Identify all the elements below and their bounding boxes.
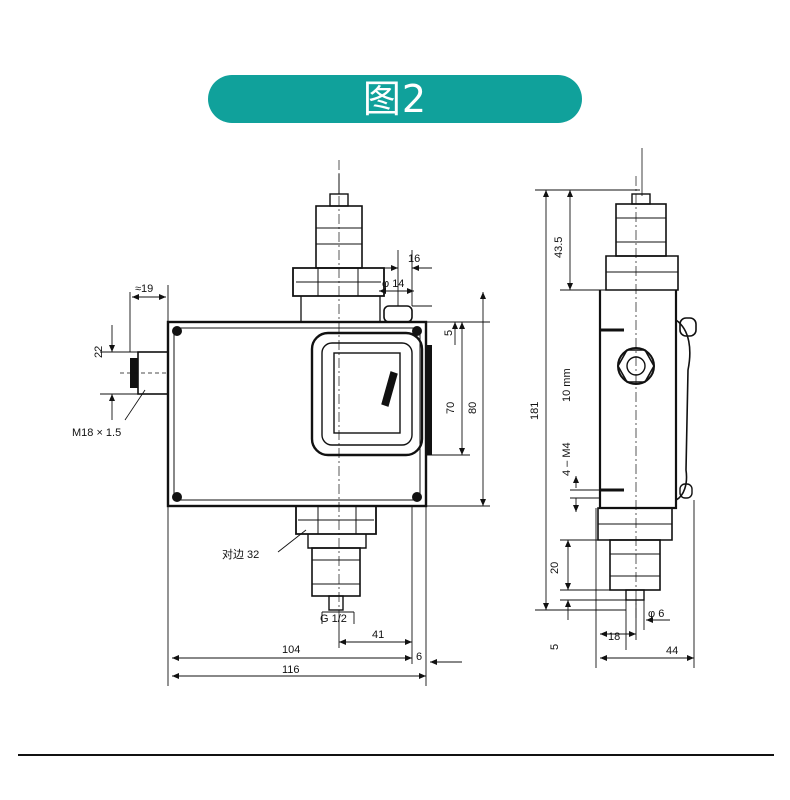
bottom-nut: [295, 506, 377, 535]
footer-divider: [18, 754, 774, 756]
label-41: 41: [372, 629, 384, 641]
top-neck: [300, 296, 381, 322]
front-dimensions: [100, 250, 490, 686]
dial-window-inner: [321, 342, 413, 446]
side-labels: 43.5 181 10 mm 4 – M4 20 φ 6 18 5 44: [529, 237, 678, 657]
housing-inner: [173, 327, 421, 501]
label-44: 44: [666, 645, 678, 657]
corner-screws: [172, 326, 422, 502]
bottom-connector: [311, 547, 361, 597]
label-22: 22: [93, 346, 105, 358]
label-70: 70: [445, 402, 457, 414]
label-104: 104: [282, 644, 300, 656]
figure-title: 图2: [362, 77, 428, 121]
dial-window-outer: [310, 331, 424, 457]
label-phi6: φ 6: [648, 608, 664, 620]
label-80: 80: [467, 402, 479, 414]
side-dimensions: [535, 189, 695, 668]
front-labels: ≈19 22 M18 × 1.5 16 φ 14 5 70 80 对边 32 G…: [72, 253, 479, 676]
dial-face: [333, 352, 401, 434]
label-g-half: G 1/2: [320, 613, 347, 625]
side-rail: [426, 345, 432, 455]
side-bottom-nut: [597, 507, 673, 541]
label-16: 16: [408, 253, 420, 265]
title-banner: 图2: [208, 75, 582, 123]
side-view: [597, 148, 697, 620]
label-m18: M18 × 1.5: [72, 427, 121, 439]
label-10mm: 10 mm: [561, 368, 573, 402]
label-phi14: φ 14: [382, 278, 404, 290]
housing-outline: [166, 320, 428, 508]
label-5: 5: [443, 330, 455, 336]
label-20: 20: [549, 562, 561, 574]
side-top-nut: [605, 255, 679, 291]
side-top-connector: [615, 203, 667, 257]
label-43-5: 43.5: [553, 237, 565, 258]
side-body: [598, 290, 678, 510]
label-18: 18: [608, 631, 620, 643]
side-bottom-connector: [609, 539, 661, 591]
front-view: [120, 160, 432, 620]
label-181: 181: [529, 402, 541, 420]
label-across-flats: 对边 32: [222, 547, 259, 561]
label-approx19: ≈19: [135, 283, 153, 295]
label-4-m4: 4 – M4: [561, 442, 573, 476]
label-116: 116: [282, 664, 300, 676]
top-boss: [383, 305, 413, 323]
dial-pointer: [381, 371, 398, 407]
label-6: 6: [416, 651, 422, 663]
label-5-side: 5: [549, 644, 561, 650]
